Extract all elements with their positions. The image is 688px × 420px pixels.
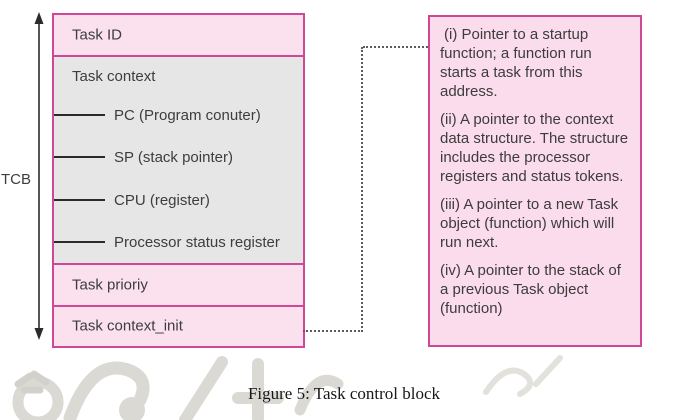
annotation-paragraph-iv: (iv) A pointer to the stack of a previou… bbox=[440, 262, 621, 317]
tcb-extent-arrow bbox=[34, 12, 44, 340]
section-label: Task context bbox=[72, 68, 156, 85]
tick-line bbox=[54, 199, 105, 201]
section-task-priority: Task prioriy bbox=[54, 263, 303, 305]
tcb-label: TCB bbox=[1, 171, 31, 188]
context-item-label: SP (stack pointer) bbox=[114, 148, 233, 166]
section-label: Task prioriy bbox=[72, 276, 148, 294]
connector-dotted-segment-top bbox=[363, 46, 428, 48]
tcb-box: Task ID Task context PC (Program conuter… bbox=[52, 13, 305, 348]
context-item-pc: PC (Program conuter) bbox=[54, 105, 261, 125]
context-item-sp: SP (stack pointer) bbox=[54, 147, 233, 167]
annotation-paragraph-i: (i) Pointer to a startup function; a fun… bbox=[440, 26, 592, 100]
connector-dotted-segment-bottom bbox=[303, 330, 363, 332]
tick-line bbox=[54, 241, 105, 243]
watermark-shapes bbox=[12, 355, 563, 420]
section-task-context: Task context PC (Program conuter) SP (st… bbox=[54, 55, 303, 263]
section-label: Task context_init bbox=[72, 317, 183, 334]
annotation-paragraph-iii: (iii) A pointer to a new Task object (fu… bbox=[440, 196, 619, 251]
section-task-context-init: Task context_init bbox=[54, 305, 303, 344]
connector-dotted-segment-vertical bbox=[361, 47, 363, 332]
context-item-label: PC (Program conuter) bbox=[114, 106, 261, 124]
section-task-id: Task ID bbox=[54, 15, 303, 55]
context-item-cpu: CPU (register) bbox=[54, 190, 210, 210]
context-item-label: Processor status register bbox=[114, 233, 280, 251]
context-item-label: CPU (register) bbox=[114, 191, 210, 209]
annotation-box: (i) Pointer to a startup function; a fun… bbox=[428, 15, 642, 347]
figure-caption: Figure 5: Task control block bbox=[247, 384, 441, 403]
section-label: Task ID bbox=[72, 26, 123, 44]
tick-line bbox=[54, 114, 105, 116]
tick-line bbox=[54, 156, 105, 158]
annotation-paragraph-ii: (ii) A pointer to the context data struc… bbox=[440, 111, 629, 185]
context-item-status-register: Processor status register bbox=[54, 232, 280, 252]
